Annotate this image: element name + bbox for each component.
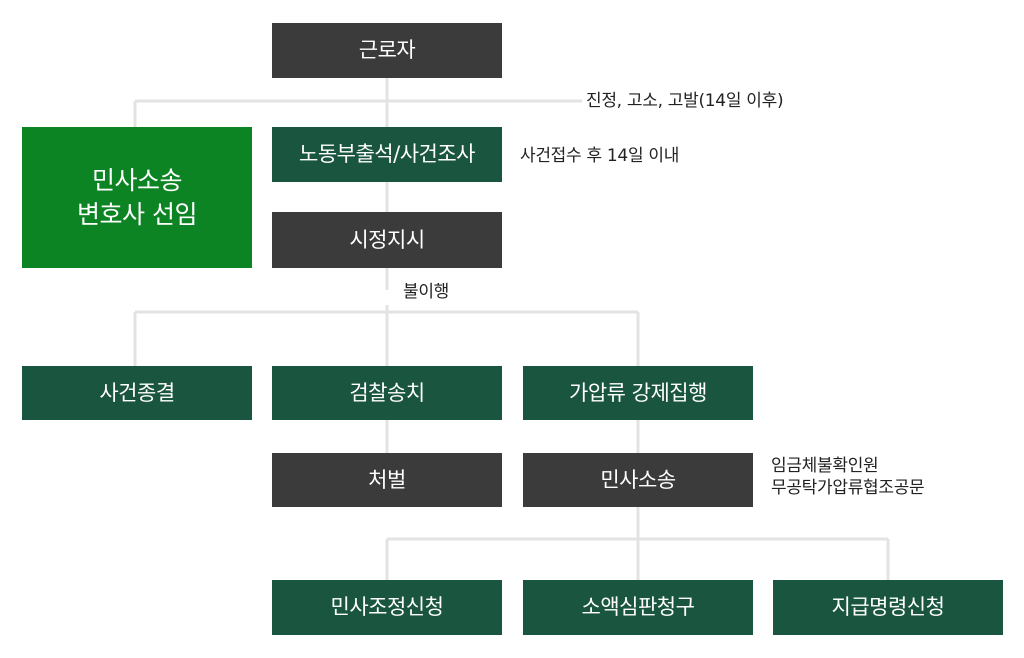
box-civil-suit-label: 민사소송 bbox=[600, 467, 676, 492]
box-correction-order-label: 시정지시 bbox=[349, 227, 425, 252]
box-seizure: 가압류 강제집행 bbox=[523, 366, 753, 420]
box-small-claims-label: 소액심판청구 bbox=[581, 595, 695, 620]
note-within-14-days-text: 사건접수 후 14일 이내 bbox=[520, 146, 680, 166]
box-small-claims: 소액심판청구 bbox=[523, 580, 753, 635]
note-wage-arrears-line2: 무공탁가압류협조공문 bbox=[771, 478, 925, 499]
box-prosecution: 검찰송치 bbox=[272, 366, 502, 420]
box-seizure-label: 가압류 강제집행 bbox=[569, 380, 707, 405]
note-petition-text: 진정, 고소, 고발(14일 이후) bbox=[586, 91, 784, 111]
note-wage-arrears: 임금체불확인원 무공탁가압류협조공문 bbox=[771, 455, 925, 500]
box-prosecution-label: 검찰송치 bbox=[349, 380, 425, 405]
box-civil-lawyer-line1: 민사소송 bbox=[91, 165, 183, 195]
box-punishment: 처벌 bbox=[272, 453, 502, 507]
box-worker: 근로자 bbox=[272, 23, 502, 78]
box-payment-order-label: 지급명령신청 bbox=[831, 595, 945, 620]
box-mediation: 민사조정신청 bbox=[272, 580, 502, 635]
box-labor-office-label: 노동부출석/사건조사 bbox=[299, 142, 475, 167]
box-payment-order: 지급명령신청 bbox=[773, 580, 1003, 635]
box-civil-lawyer-line2: 변호사 선임 bbox=[77, 199, 197, 229]
note-non-compliance: 불이행 bbox=[401, 281, 452, 304]
box-correction-order: 시정지시 bbox=[272, 212, 502, 268]
box-mediation-label: 민사조정신청 bbox=[330, 595, 444, 620]
box-labor-office: 노동부출석/사건조사 bbox=[272, 127, 502, 182]
box-punishment-label: 처벌 bbox=[368, 467, 406, 492]
note-petition: 진정, 고소, 고발(14일 이후) bbox=[582, 90, 788, 113]
note-within-14-days: 사건접수 후 14일 이내 bbox=[520, 145, 680, 168]
box-case-closed: 사건종결 bbox=[22, 366, 252, 420]
box-worker-label: 근로자 bbox=[358, 38, 416, 63]
box-case-closed-label: 사건종결 bbox=[99, 380, 175, 405]
note-wage-arrears-line1: 임금체불확인원 bbox=[771, 456, 879, 476]
box-civil-lawyer: 민사소송 변호사 선임 bbox=[22, 127, 252, 268]
note-non-compliance-text: 불이행 bbox=[403, 282, 450, 302]
box-civil-suit: 민사소송 bbox=[523, 453, 753, 507]
